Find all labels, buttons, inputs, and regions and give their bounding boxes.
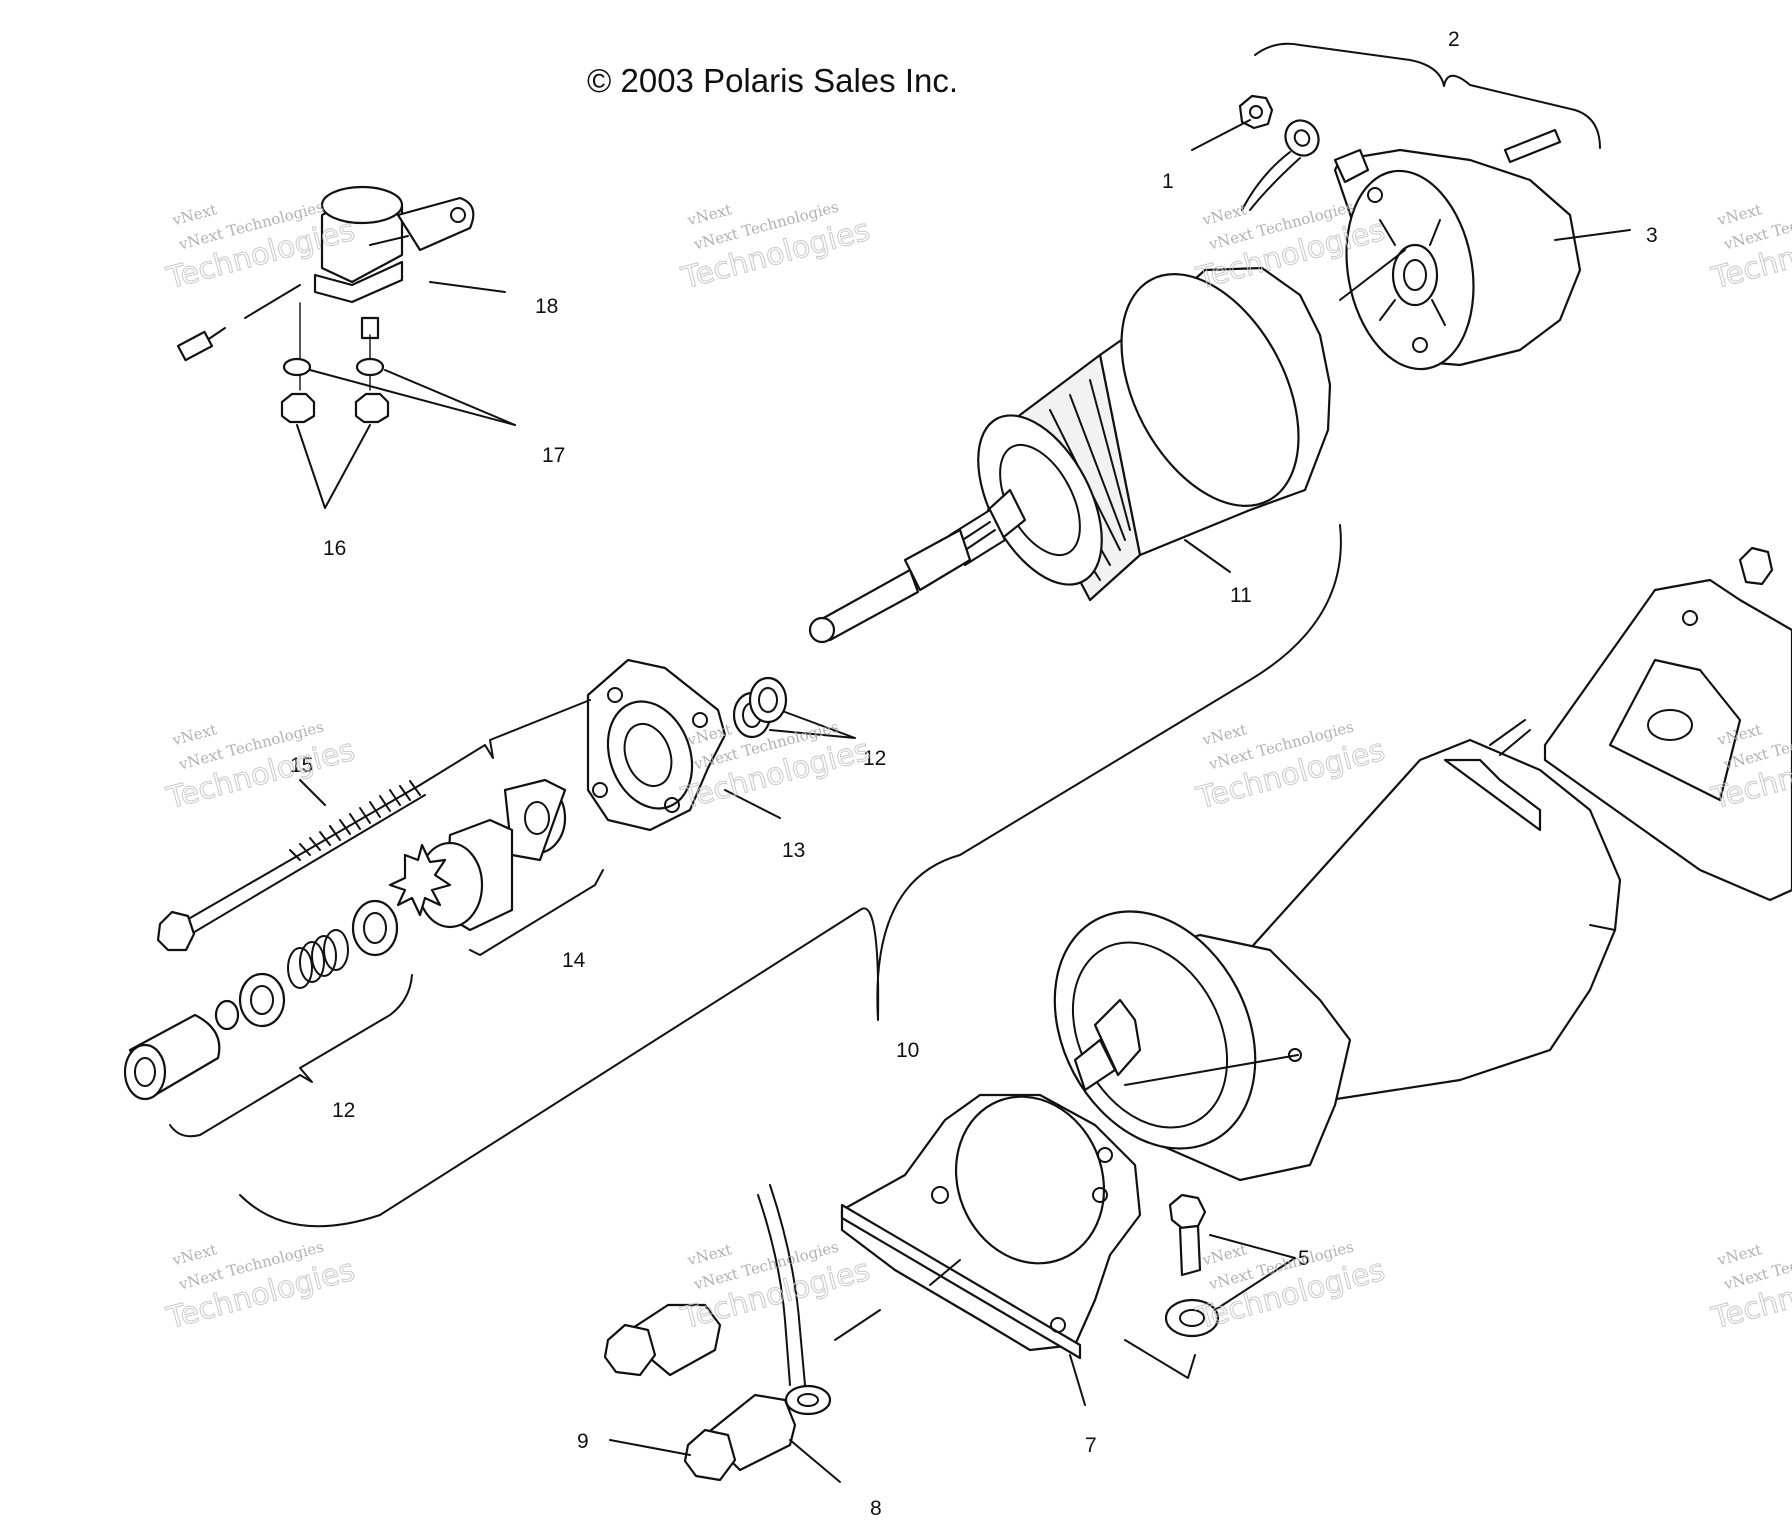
callout-13: 13 [782,839,805,862]
svg-text:vNext: vNext [685,200,734,229]
part-18-solenoid [176,185,506,362]
svg-text:vNext: vNext [1715,200,1764,229]
callout-5: 5 [1298,1247,1310,1270]
callout-14: 14 [562,949,586,972]
callout-3: 3 [1646,224,1658,247]
callout-16: 16 [323,537,346,560]
callout-15: 15 [290,754,313,777]
part-12-washers [732,676,856,739]
bracket-10 [239,524,1342,1228]
callout-7: 7 [1085,1434,1097,1457]
part-7-mount-plate [834,1093,1196,1406]
part-14-drive-assembly [388,778,604,956]
callout-8: 8 [870,1497,882,1520]
part-12-drive-kit [123,899,413,1138]
part-11-armature [808,266,1332,644]
callout-labels: 1 2 3 5 7 8 9 10 11 12 12 13 14 15 16 17… [290,28,1658,1520]
callout-9: 9 [577,1430,589,1453]
callout-2: 2 [1448,28,1460,51]
svg-text:vNext: vNext [1200,200,1249,229]
callout-1: 1 [1162,170,1174,193]
callout-12-washers: 12 [863,747,886,770]
starter-motor-housing [1053,719,1622,1182]
bracket-2 [1254,42,1601,149]
part-5-screw-washer [1164,1193,1296,1338]
callout-17: 17 [542,444,565,467]
part-3-end-cover [1333,128,1631,371]
svg-text:vNext: vNext [170,720,219,749]
svg-text:vNext: vNext [170,200,219,229]
part-13-flange [586,658,781,832]
svg-text:vNext: vNext [1200,720,1249,749]
svg-text:vNext: vNext [1200,1240,1249,1269]
part-16-17-nuts-washers [280,302,516,509]
part-1-nut-and-terminal [1191,94,1320,211]
callout-12-kit: 12 [332,1099,355,1122]
part-15-thru-bolt [156,699,591,952]
copyright-text: © 2003 Polaris Sales Inc. [587,62,958,99]
mount-bracket [1543,546,1792,902]
callout-18: 18 [535,295,558,318]
part-8-9-bolts [603,1184,841,1483]
callout-11: 11 [1230,584,1252,607]
svg-text:vNext: vNext [685,1240,734,1269]
svg-text:vNext: vNext [170,1240,219,1269]
svg-text:vNext: vNext [1715,1240,1764,1269]
callout-10: 10 [896,1039,919,1062]
